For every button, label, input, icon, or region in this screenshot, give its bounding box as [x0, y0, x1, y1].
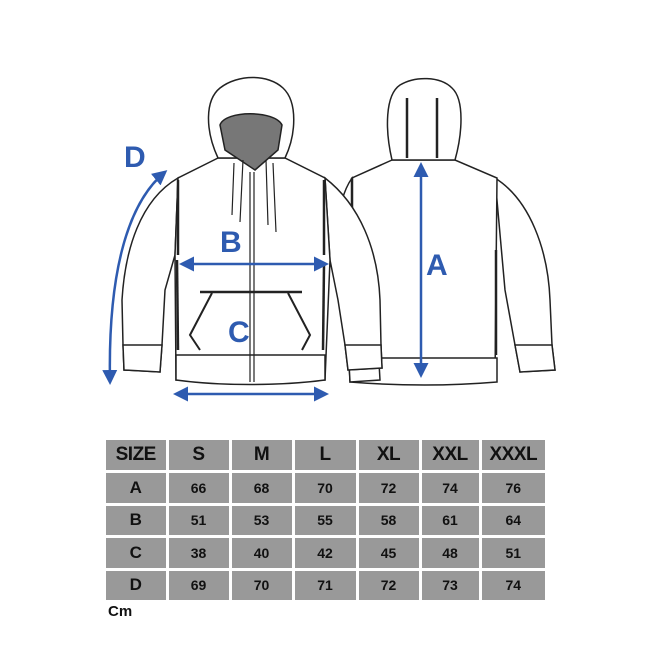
header-s: S	[167, 440, 232, 473]
header-l: L	[293, 440, 359, 473]
unit-label: Cm	[108, 603, 133, 620]
header-m: M	[230, 440, 295, 473]
label-b: B	[220, 226, 242, 259]
table-cell: 42	[293, 536, 359, 571]
table-cell: 48	[420, 536, 482, 571]
table-row: B 51 53 55 58 61 64	[106, 504, 545, 538]
table-row: D 69 70 71 72 73 74	[106, 569, 545, 600]
measurement-arrows	[102, 162, 429, 402]
table-cell: 51	[480, 536, 545, 571]
label-d: D	[124, 141, 146, 174]
row-label: C	[106, 536, 169, 571]
table-cell: 61	[420, 504, 482, 538]
label-c: C	[228, 316, 250, 349]
table-cell: 69	[167, 569, 232, 600]
table-cell: 40	[230, 536, 295, 571]
table-cell: 55	[293, 504, 359, 538]
row-label: B	[106, 504, 169, 538]
table-cell: 74	[505, 577, 522, 594]
table-cell: 51	[167, 504, 232, 538]
table-cell: 70	[293, 471, 359, 506]
table-cell: 58	[357, 504, 422, 538]
header-xxxl: XXXL	[480, 440, 545, 473]
table-cell: 72	[357, 471, 422, 506]
header-xl: XL	[357, 440, 422, 473]
size-chart-table: SIZE S M L XL XXL XXXL A 66 68 70 72 74 …	[106, 440, 545, 600]
table-cell: 38	[167, 536, 232, 571]
table-row: A 66 68 70 72 74 76	[106, 471, 545, 506]
label-a: A	[426, 249, 448, 282]
table-row: C 38 40 42 45 48 51	[106, 536, 545, 571]
header-xxl: XXL	[420, 440, 482, 473]
table-header-row: SIZE S M L XL XXL XXXL	[106, 440, 545, 473]
hoodie-front-icon	[121, 76, 383, 386]
table-cell: 68	[230, 471, 295, 506]
measure-d-arrow	[102, 170, 168, 385]
table-cell: 53	[230, 504, 295, 538]
hoodie-illustration: A B C D	[102, 76, 556, 402]
table-cell: 66	[167, 471, 232, 506]
table-cell: 70	[230, 569, 295, 600]
table-cell: 71	[293, 569, 359, 600]
table-cell: 64	[480, 504, 545, 538]
table-cell: 45	[357, 536, 422, 571]
row-label: D	[106, 569, 169, 600]
row-label: A	[106, 471, 169, 506]
table-cell: 76	[480, 471, 545, 506]
table-cell: 73	[420, 569, 482, 600]
table-cell: 72	[357, 569, 422, 600]
header-size: SIZE	[106, 440, 169, 473]
table-cell: 74	[420, 471, 482, 506]
